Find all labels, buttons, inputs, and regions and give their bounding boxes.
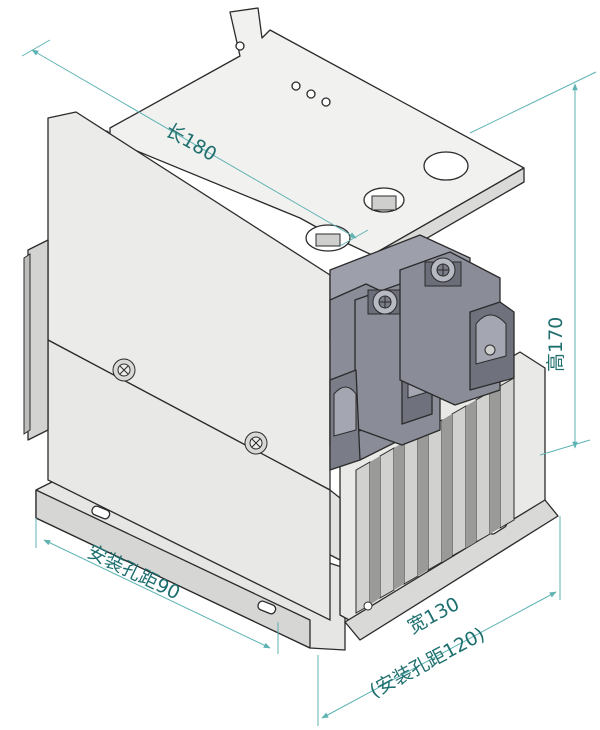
cable-hole-large [423, 151, 469, 181]
mount-width-label: (安装孔距120) [366, 623, 489, 702]
height-label: 高170 [545, 317, 567, 372]
vent-hole-2 [306, 89, 316, 99]
vent-hole-3 [321, 97, 331, 107]
width-dimension-line [321, 591, 557, 719]
mount-depth-dimension-line [43, 539, 271, 649]
length-dimension-line [31, 49, 357, 239]
mount-slot-left [91, 505, 111, 520]
cover-screw-upper [112, 358, 136, 382]
side-cover-strip [27, 239, 49, 441]
cover-screw-lower [244, 431, 268, 455]
terminal-blocks [329, 234, 515, 471]
vent-hole-1 [291, 81, 301, 91]
terminal-block-3 [399, 251, 515, 406]
terminal-block-4 [329, 369, 361, 471]
